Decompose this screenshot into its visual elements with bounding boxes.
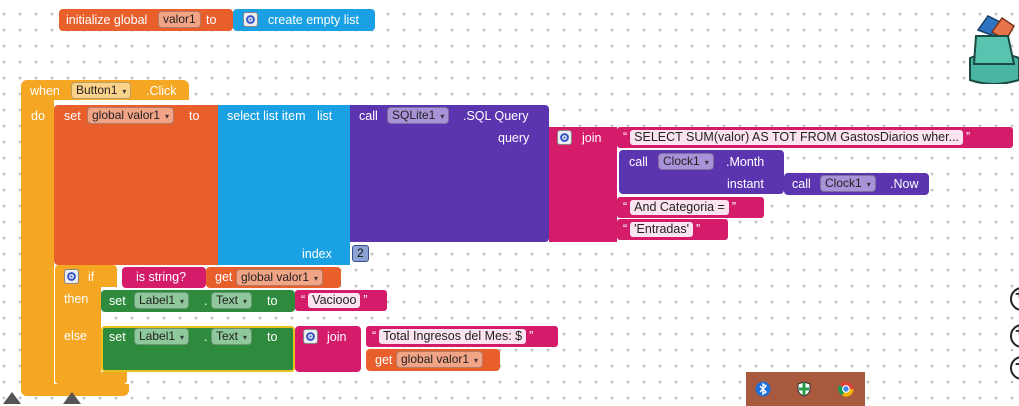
gear-icon[interactable] [557,130,572,145]
join-block[interactable]: join [549,127,617,242]
if-block[interactable]: if [55,265,117,287]
event-bottom [21,384,129,396]
event-component-dropdown[interactable]: Button1▾ [71,82,132,99]
collapse-arrow-icon[interactable] [63,392,81,404]
sql-query-block[interactable]: call SQLite1▾ .SQL Query query [350,105,549,242]
is-string-block[interactable]: is string? [122,267,206,288]
sql-component-dropdown[interactable]: SQLite1▾ [387,107,450,124]
text-string-total[interactable]: “Total Ingresos del Mes: $” [366,326,558,347]
if-label: if [88,270,95,284]
text-string-sql-value[interactable]: SELECT SUM(valor) AS TOT FROM GastosDiar… [630,130,964,145]
gear-icon[interactable] [243,12,258,27]
index-socket-label: index [302,247,332,261]
else-get-var-dropdown[interactable]: global valor1▾ [396,351,484,368]
system-tray [746,372,865,406]
zoom-reset-button[interactable]: + [1010,286,1019,311]
get-global-block-if[interactable]: get global valor1▾ [206,267,341,288]
is-string-label: is string? [136,270,187,284]
else-to-label: to [267,330,278,344]
then-to-label: to [267,294,278,308]
clock-month-component-dropdown[interactable]: Clock1▾ [658,153,714,170]
set-label: set [64,109,81,123]
do-label: do [31,109,45,123]
clock-now-method: .Now [890,177,919,191]
zoom-in-button[interactable]: + [1010,323,1019,348]
set-global-block[interactable]: set global valor1▾ to [54,105,218,265]
init-var-name[interactable]: valor1 [158,11,201,28]
initialize-global-block[interactable]: initialize global valor1 to [59,9,233,31]
event-body-left: do [21,99,54,396]
else-label: else [64,329,87,343]
get-global-block-else[interactable]: get global valor1▾ [366,349,500,371]
index-number[interactable]: 2 [352,245,369,262]
else-get-label: get [375,353,393,367]
text-string-vaciooo-value[interactable]: Vaciooo [308,293,361,308]
list-socket-label: list [317,109,333,123]
select-list-item-block[interactable]: select list item list index [218,105,350,265]
join-label: join [582,131,602,145]
else-join-block[interactable]: join [295,326,361,372]
set-global-var-dropdown[interactable]: global valor1▾ [87,107,175,124]
init-to: to [206,13,217,27]
zoom-out-button[interactable]: - [1010,355,1019,380]
when-label: when [30,84,60,98]
else-set-label: set [109,330,126,344]
create-empty-list-block[interactable]: create empty list [233,9,375,31]
trash-can-icon[interactable] [968,10,1019,84]
clock-call-label: call [629,155,648,169]
select-list-item-label: select list item [227,109,306,123]
else-dot: . [204,330,208,344]
gear-icon[interactable] [64,269,79,284]
else-component-dropdown[interactable]: Label1▾ [134,328,190,345]
sql-method: .SQL Query [463,109,529,123]
then-prop-dropdown[interactable]: Text▾ [211,292,253,309]
clock-now-block[interactable]: call Clock1▾ .Now [784,173,929,195]
init-prefix: initialize global [66,13,148,27]
get-global-var-dropdown[interactable]: global valor1▾ [236,269,324,286]
then-component-dropdown[interactable]: Label1▾ [134,292,190,309]
event-name: .Click [146,84,177,98]
instant-param-label: instant [727,177,764,191]
clock-month-block[interactable]: call Clock1▾ .Month instant [619,150,784,194]
else-set-label-block[interactable]: set Label1▾ . Text▾ to [101,326,295,372]
then-set-label: set [109,294,126,308]
clock-now-component-dropdown[interactable]: Clock1▾ [820,175,876,192]
bluetooth-icon[interactable] [755,381,771,397]
text-string-categoria[interactable]: “And Categoria =” [617,197,764,218]
then-label: then [64,292,89,306]
sql-call-label: call [359,109,378,123]
event-block[interactable]: when Button1▾ .Click [21,80,189,100]
clock-now-call-label: call [792,177,811,191]
get-label: get [215,270,233,284]
else-join-label: join [327,330,347,344]
create-empty-list-label: create empty list [268,13,360,27]
if-bottom [55,372,127,384]
if-body-left: then else [55,286,101,384]
collapse-arrow-icon[interactable] [3,392,21,404]
text-string-categoria-value[interactable]: And Categoria = [630,200,729,215]
clock-month-method: .Month [726,155,765,169]
then-dot: . [204,294,208,308]
defender-shield-icon[interactable] [796,381,812,397]
then-set-label-block[interactable]: set Label1▾ . Text▾ to [101,290,295,312]
text-string-entradas[interactable]: “'Entradas'” [617,219,728,240]
text-string-sql[interactable]: “SELECT SUM(valor) AS TOT FROM GastosDia… [617,127,1013,148]
chrome-icon[interactable] [838,381,854,397]
query-param-label: query [498,131,530,145]
text-string-vaciooo[interactable]: “Vaciooo” [295,290,387,311]
gear-icon[interactable] [303,329,318,344]
text-string-entradas-value[interactable]: 'Entradas' [630,222,693,237]
text-string-total-value[interactable]: Total Ingresos del Mes: $ [379,329,527,344]
set-to-label: to [189,109,200,123]
else-prop-dropdown[interactable]: Text▾ [211,328,253,345]
